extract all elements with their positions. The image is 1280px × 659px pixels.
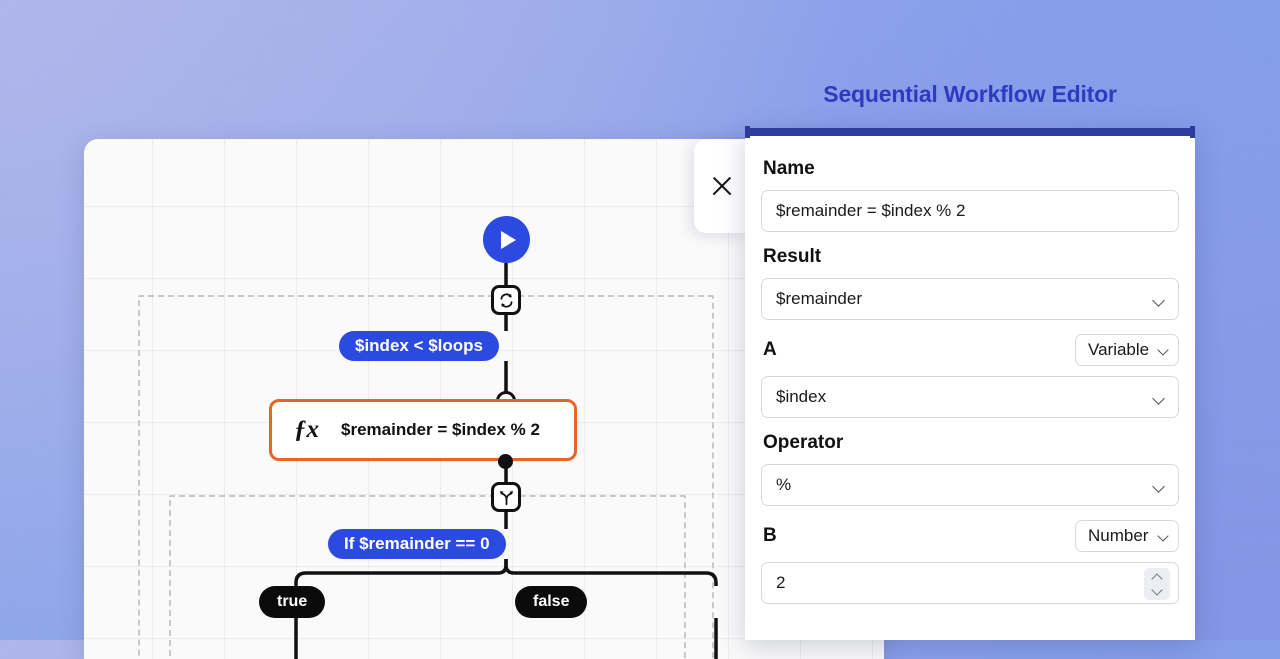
loop-icon: [500, 292, 512, 308]
name-input-value: $remainder = $index % 2: [776, 201, 966, 220]
b-number-input[interactable]: 2: [761, 562, 1179, 604]
node-output-handle[interactable]: [498, 454, 513, 469]
stepper-up-icon[interactable]: [1153, 573, 1162, 582]
branch-icon: [499, 490, 513, 505]
b-field-row: B Number: [761, 520, 1179, 552]
result-field-label: Result: [763, 246, 822, 267]
page-title: Sequential Workflow Editor: [823, 81, 1117, 107]
loop-icon-chip[interactable]: [491, 285, 521, 315]
panel-body: Name $remainder = $index % 2 Result $rem…: [745, 136, 1195, 640]
b-number-input-value: 2: [776, 573, 786, 592]
close-panel[interactable]: [694, 139, 750, 233]
b-number-stepper[interactable]: [1144, 568, 1170, 600]
result-select-value: $remainder: [776, 289, 862, 308]
stepper-down-icon[interactable]: [1153, 586, 1162, 595]
branch-region-outline: [169, 495, 686, 659]
panel-accent-bar: [745, 126, 1195, 138]
a-field-label: A: [763, 339, 777, 360]
function-node-label: $remainder = $index % 2: [341, 420, 540, 439]
fx-icon: ƒx: [294, 416, 319, 443]
branch-icon-chip[interactable]: [491, 482, 521, 512]
start-node[interactable]: [483, 216, 530, 263]
operator-select-value: %: [776, 475, 792, 494]
branch-true-node[interactable]: true: [259, 586, 326, 618]
play-icon: [501, 230, 516, 249]
branch-false-node[interactable]: false: [515, 586, 588, 618]
name-field-label: Name: [763, 158, 815, 179]
a-value-select-value: $index: [776, 387, 827, 406]
name-input[interactable]: $remainder = $index % 2: [761, 190, 1179, 232]
loop-condition-node[interactable]: $index < $loops: [339, 331, 500, 361]
step-editor-panel: Name $remainder = $index % 2 Result $rem…: [745, 126, 1195, 640]
loop-region-outline: [138, 295, 714, 659]
close-icon[interactable]: [709, 173, 735, 199]
function-node-selected[interactable]: ƒx $remainder = $index % 2: [269, 399, 577, 461]
b-field-label: B: [763, 525, 777, 546]
operator-field-label: Operator: [763, 432, 844, 453]
operator-select[interactable]: %: [761, 464, 1179, 506]
b-type-select[interactable]: Number: [1075, 520, 1179, 552]
result-select[interactable]: $remainder: [761, 278, 1179, 320]
a-field-row: A Variable: [761, 334, 1179, 366]
a-value-select[interactable]: $index: [761, 376, 1179, 418]
a-type-select[interactable]: Variable: [1075, 334, 1179, 366]
if-condition-node[interactable]: If $remainder == 0: [328, 529, 506, 559]
